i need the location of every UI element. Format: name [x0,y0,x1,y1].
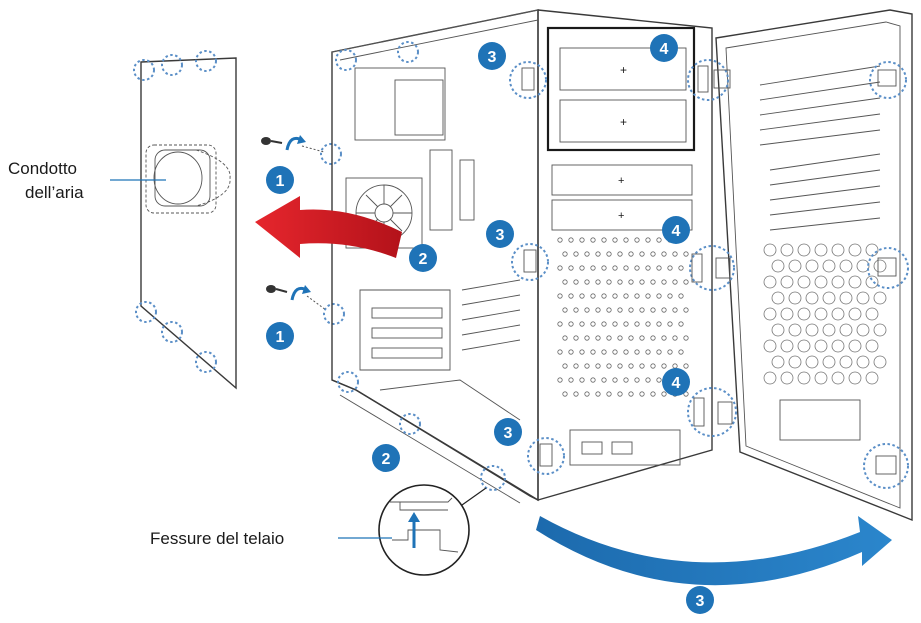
chassis: + + + + [331,9,713,504]
air-duct-label: Condotto dell’aria [8,159,166,202]
chassis-slot-circle-2 [399,413,421,435]
panel-hook-circle-4 [135,301,157,323]
drive-bays: + + + + [546,26,696,231]
chassis-slot-circle-3 [480,465,506,491]
front-fan-grill [557,237,689,397]
chassis-slot-detail: Fessure del telaio [150,484,487,576]
step-badge-2a-text: 2 [419,251,428,268]
bezel-clip-circle-1 [687,59,729,101]
bezel-clip-circle-3 [687,387,737,437]
step-badge-4b: 4 [662,216,690,244]
step-badge-3c: 3 [494,418,522,446]
step-badge-2b-text: 2 [382,451,391,468]
panel-hook-circle-1 [133,59,155,81]
bezel-clip-circle-6 [863,443,909,489]
screw-hole-circle-bottom [323,303,345,325]
bezel-clip-circle-2 [689,245,735,291]
front-clip-circle-2 [511,243,549,281]
screw-hole-circle-top [320,143,342,165]
step-badge-3d-text: 3 [696,593,705,610]
chassis-hook-circle-1 [335,49,357,71]
step-badge-3d: 3 [686,586,714,614]
step-badge-3c-text: 3 [504,425,513,442]
panel-hook-circle-6 [195,351,217,373]
step-badge-4a: 4 [650,34,678,62]
step-badge-2a: 2 [409,244,437,272]
step-badge-1b-text: 1 [276,329,285,346]
slot-up-arrow-icon [408,512,420,522]
bezel-clip-circle-5 [867,247,909,289]
svg-text:+: + [620,115,627,129]
air-duct [145,144,231,214]
side-panel [133,50,237,390]
chassis-slot-circle-1 [337,371,359,393]
air-duct-label-line1: Condotto [8,159,77,178]
step-badge-1a: 1 [266,166,294,194]
step-badge-2b: 2 [372,444,400,472]
svg-text:+: + [618,175,624,187]
step-badge-1b: 1 [266,322,294,350]
step-badge-4a-text: 4 [660,41,669,58]
air-duct-label-line2: dell’aria [25,183,84,202]
step-badge-3b-text: 3 [496,227,505,244]
front-bezel [687,9,913,522]
step-badge-1a-text: 1 [276,173,285,190]
svg-text:+: + [620,63,627,77]
chassis-hook-circle-2 [397,41,419,63]
step-badge-3a-text: 3 [488,49,497,66]
step-badge-3b: 3 [486,220,514,248]
screw-top [261,135,342,165]
panel-hook-circle-3 [195,50,217,72]
removal-arrow [255,196,402,258]
step-badge-4c: 4 [662,368,690,396]
svg-text:+: + [618,210,624,222]
front-clip-circle-1 [509,61,547,99]
bezel-grill [763,243,887,385]
screw-bottom [266,285,345,325]
expansion-slots [371,279,521,359]
step-badge-4b-text: 4 [672,223,681,240]
panel-hook-circle-2 [161,54,183,76]
bezel-clip-circle-4 [869,61,907,99]
step-badge-4c-text: 4 [672,375,681,392]
chassis-slots-label: Fessure del telaio [150,529,284,548]
front-clip-circle-3 [527,437,565,475]
panel-hook-circle-5 [161,321,183,343]
step-badge-3a: 3 [478,42,506,70]
swing-arrow [536,516,892,586]
